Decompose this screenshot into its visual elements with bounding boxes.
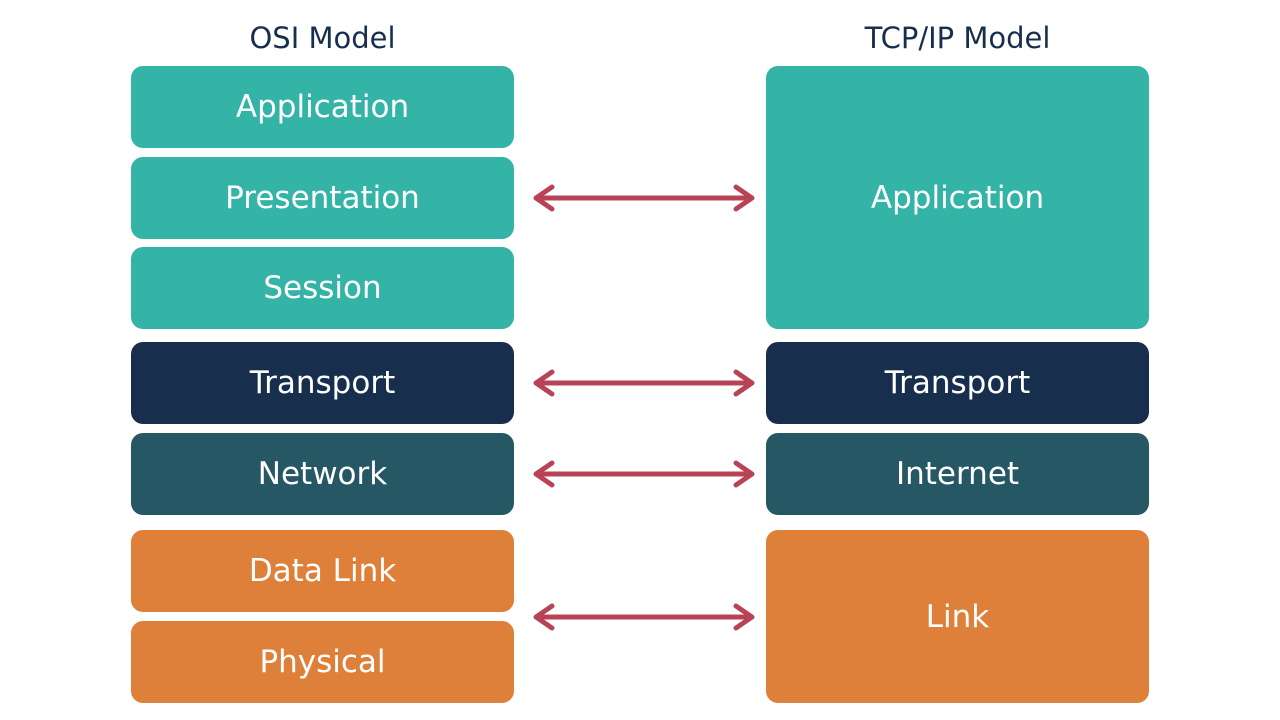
osi-layer-presentation: Presentation	[131, 157, 514, 239]
osi-layer-data-link: Data Link	[131, 530, 514, 612]
osi-model-heading: OSI Model	[249, 21, 396, 55]
transport-mapping-arrow-icon	[533, 369, 755, 397]
tcpip-model-heading: TCP/IP Model	[864, 21, 1051, 55]
application-mapping-arrow-icon	[533, 184, 755, 212]
network-mapping-arrow-icon	[533, 460, 755, 488]
osi-layer-application: Application	[131, 66, 514, 148]
tcpip-layer-application: Application	[766, 66, 1149, 329]
osi-layer-network: Network	[131, 433, 514, 515]
osi-layer-session: Session	[131, 247, 514, 329]
tcpip-layer-link: Link	[766, 530, 1149, 703]
osi-layer-transport: Transport	[131, 342, 514, 424]
link-mapping-arrow-icon	[533, 603, 755, 631]
tcpip-layer-internet: Internet	[766, 433, 1149, 515]
osi-layer-physical: Physical	[131, 621, 514, 703]
tcpip-layer-transport: Transport	[766, 342, 1149, 424]
